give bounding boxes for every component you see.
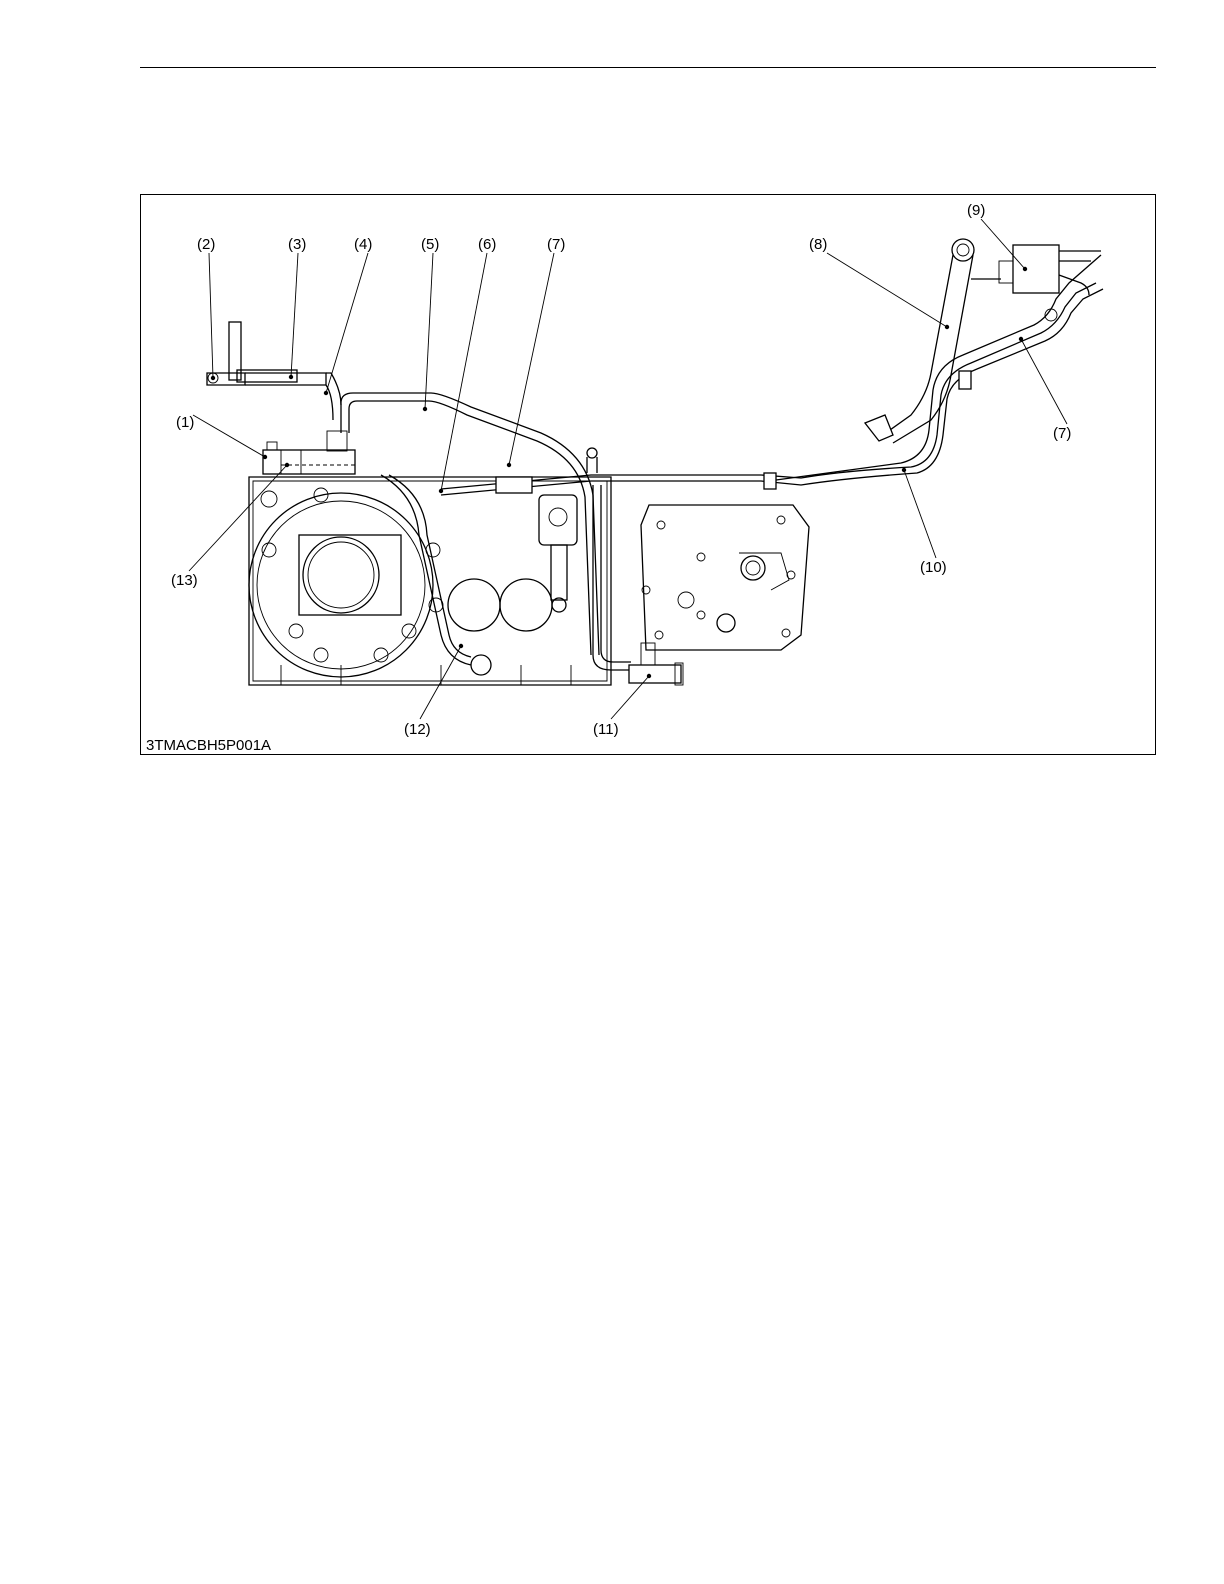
callout-6: (6) bbox=[478, 236, 496, 253]
hydraulic-pipes bbox=[326, 255, 1103, 675]
upper-right-valve bbox=[971, 245, 1101, 321]
side-cover-plate bbox=[641, 505, 809, 650]
callout-5: (5) bbox=[421, 236, 439, 253]
rear-axle-flange bbox=[249, 488, 443, 677]
callout-12: (12) bbox=[404, 721, 431, 738]
piping-diagram: (2) (3) (4) (5) (6) (7) (8) (9) (1) (7) … bbox=[141, 195, 1155, 754]
callout-8: (8) bbox=[809, 236, 827, 253]
left-control-valve bbox=[263, 431, 356, 474]
page-header-rule bbox=[140, 67, 1156, 68]
callout-11: (11) bbox=[593, 721, 619, 738]
callout-7: (7) bbox=[547, 236, 565, 253]
callout-4: (4) bbox=[354, 236, 372, 253]
upper-left-bracket bbox=[207, 322, 326, 385]
callout-10: (10) bbox=[920, 559, 947, 576]
lower-fitting bbox=[629, 643, 683, 685]
callout-9: (9) bbox=[967, 202, 985, 219]
callout-2: (2) bbox=[197, 236, 215, 253]
case-bosses bbox=[448, 579, 552, 631]
callout-3: (3) bbox=[288, 236, 306, 253]
callout-1: (1) bbox=[176, 414, 194, 431]
pedal-arm bbox=[865, 239, 974, 443]
hydraulic-piping-figure: (2) (3) (4) (5) (6) (7) (8) (9) (1) (7) … bbox=[140, 194, 1156, 755]
figure-code: 3TMACBH5P001A bbox=[146, 737, 271, 754]
center-valve bbox=[539, 495, 577, 612]
callout-7-right: (7) bbox=[1053, 425, 1071, 442]
callout-13: (13) bbox=[171, 572, 198, 589]
